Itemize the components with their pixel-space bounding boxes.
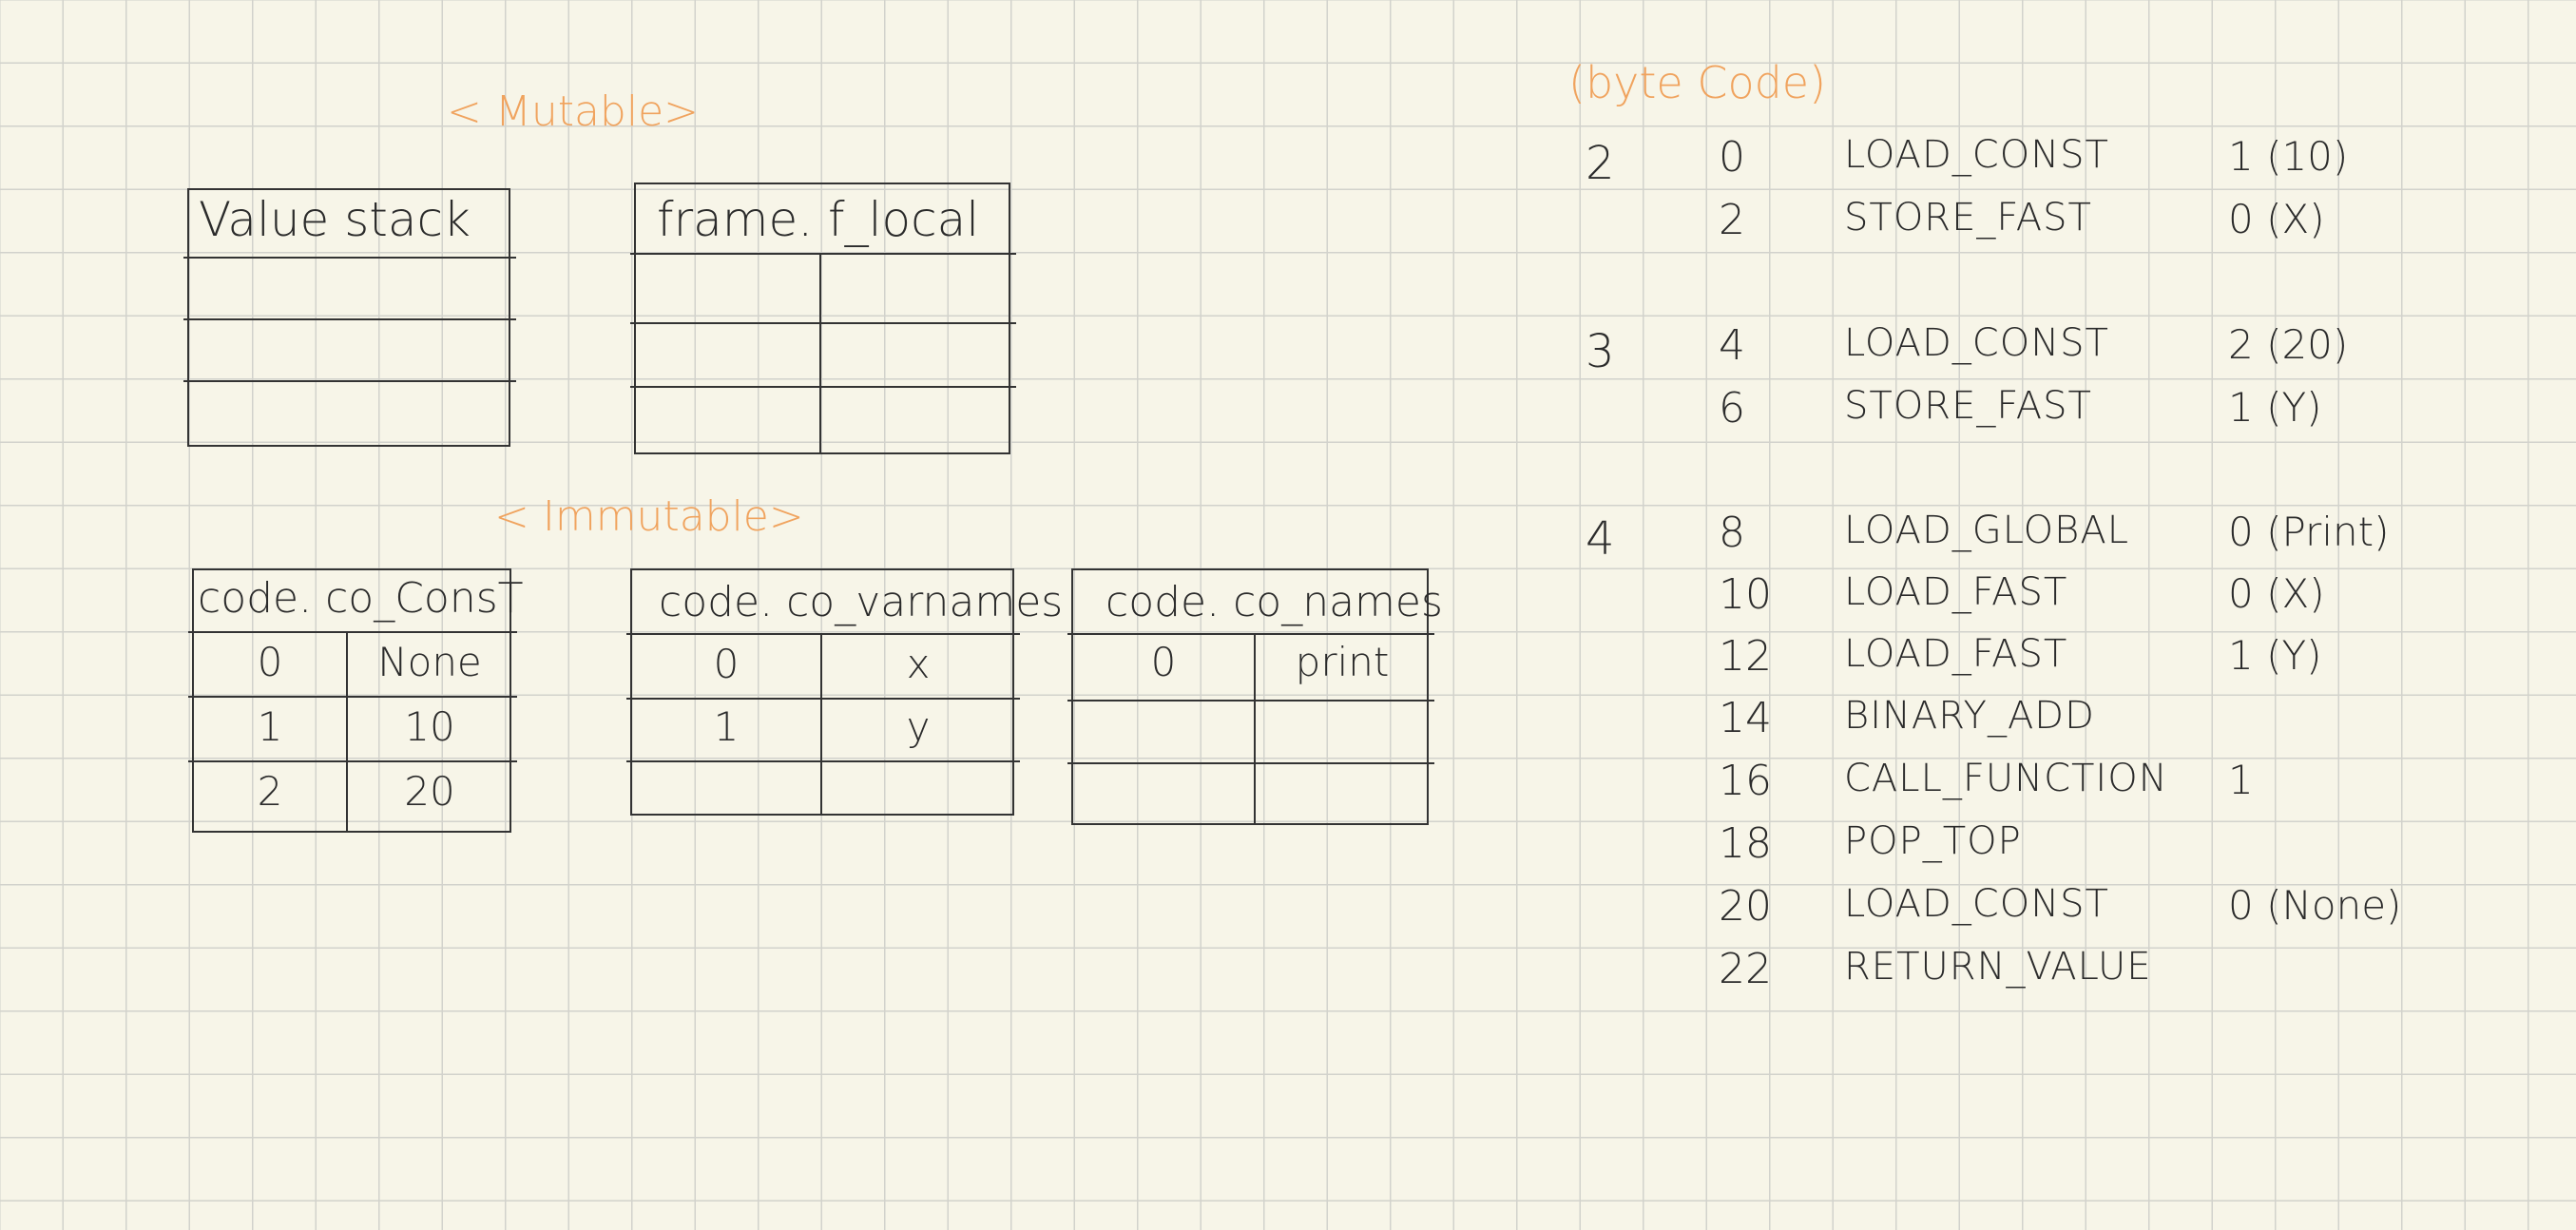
table-cell: 10: [404, 703, 455, 750]
table-cell: 1: [257, 703, 283, 750]
bytecode-opcode: LOAD_CONST: [1844, 133, 2109, 177]
bytecode-offset: 20: [1719, 882, 1772, 931]
column-divider: [1254, 633, 1256, 823]
table-cell: x: [906, 641, 931, 687]
immutable-heading: < Immutable>: [494, 492, 804, 541]
co-names-table: code. co_names 0 print: [1067, 568, 1443, 825]
bytecode-offset: 6: [1719, 384, 1745, 432]
bytecode-line-number: 4: [1586, 512, 1615, 566]
bytecode-argument: 1 (10): [2228, 133, 2349, 180]
bytecode-line-number: 3: [1586, 325, 1615, 378]
f-local-table: frame. f_local: [630, 183, 1016, 454]
bytecode-opcode: CALL_FUNCTION: [1844, 757, 2168, 800]
mutable-heading: < Mutable>: [447, 87, 700, 136]
bytecode-argument: 1 (Y): [2228, 384, 2322, 431]
bytecode-offset: 2: [1719, 196, 1745, 244]
bytecode-offset: 18: [1719, 819, 1772, 868]
divider: [188, 760, 517, 762]
divider: [626, 760, 1020, 762]
divider: [1067, 700, 1434, 701]
divider: [626, 698, 1020, 700]
divider: [630, 322, 1016, 324]
bytecode-opcode: LOAD_CONST: [1844, 882, 2109, 926]
value-stack-table: Value stack: [183, 188, 516, 447]
table-cell: 0: [257, 639, 283, 685]
bytecode-opcode: LOAD_GLOBAL: [1844, 509, 2129, 552]
column-divider: [346, 631, 348, 831]
bytecode-offset: 0: [1719, 133, 1745, 182]
bytecode-offset: 4: [1719, 321, 1745, 370]
divider: [1067, 762, 1434, 764]
divider: [183, 380, 516, 382]
divider: [183, 318, 516, 320]
bytecode-offset: 12: [1719, 632, 1772, 681]
bytecode-opcode: LOAD_FAST: [1844, 632, 2068, 676]
bytecode-heading: (byte Code): [1568, 57, 1827, 108]
column-divider: [819, 253, 821, 452]
bytecode-argument: 1 (Y): [2228, 632, 2322, 679]
co-const-title: code. co_ConsT: [198, 574, 524, 623]
bytecode-offset: 8: [1719, 509, 1745, 557]
divider: [1067, 633, 1434, 635]
divider: [630, 253, 1016, 255]
bytecode-line-number: 2: [1586, 137, 1615, 190]
co-varnames-table: code. co_varnames 0 x 1 y: [626, 568, 1063, 816]
divider: [188, 696, 517, 698]
column-divider: [820, 633, 822, 814]
bytecode-opcode: POP_TOP: [1844, 819, 2022, 863]
table-cell: 1: [713, 703, 740, 750]
bytecode-argument: 0 (X): [2228, 196, 2325, 242]
table-cell: print: [1295, 639, 1390, 685]
divider: [188, 631, 517, 633]
bytecode-opcode: RETURN_VALUE: [1844, 945, 2152, 989]
table-cell: 0: [1150, 639, 1177, 685]
value-stack-title: Value stack: [199, 192, 471, 247]
bytecode-opcode: STORE_FAST: [1844, 384, 2092, 428]
bytecode-offset: 14: [1719, 694, 1772, 742]
table-cell: None: [377, 639, 482, 685]
bytecode-argument: 0 (None): [2228, 882, 2402, 929]
table-cell: y: [906, 703, 931, 750]
co-varnames-title: code. co_varnames: [659, 578, 1064, 626]
co-const-table: code. co_ConsT 0 None 1 10 2 20: [188, 568, 524, 833]
divider: [183, 257, 516, 259]
divider: [626, 633, 1020, 635]
bytecode-opcode: BINARY_ADD: [1844, 694, 2095, 738]
bytecode-opcode: LOAD_CONST: [1844, 321, 2109, 365]
bytecode-argument: 2 (20): [2228, 321, 2349, 368]
bytecode-argument: 1: [2228, 757, 2254, 803]
f-local-title: frame. f_local: [657, 192, 980, 247]
bytecode-argument: 0 (Print): [2228, 509, 2390, 555]
bytecode-offset: 10: [1719, 570, 1772, 619]
bytecode-offset: 22: [1719, 945, 1772, 993]
table-cell: 20: [404, 768, 455, 815]
co-names-title: code. co_names: [1105, 578, 1443, 626]
bytecode-opcode: LOAD_FAST: [1844, 570, 2068, 614]
bytecode-opcode: STORE_FAST: [1844, 196, 2092, 240]
table-cell: 2: [257, 768, 283, 815]
bytecode-argument: 0 (X): [2228, 570, 2325, 617]
bytecode-offset: 16: [1719, 757, 1772, 805]
table-cell: 0: [713, 641, 740, 687]
divider: [630, 386, 1016, 388]
